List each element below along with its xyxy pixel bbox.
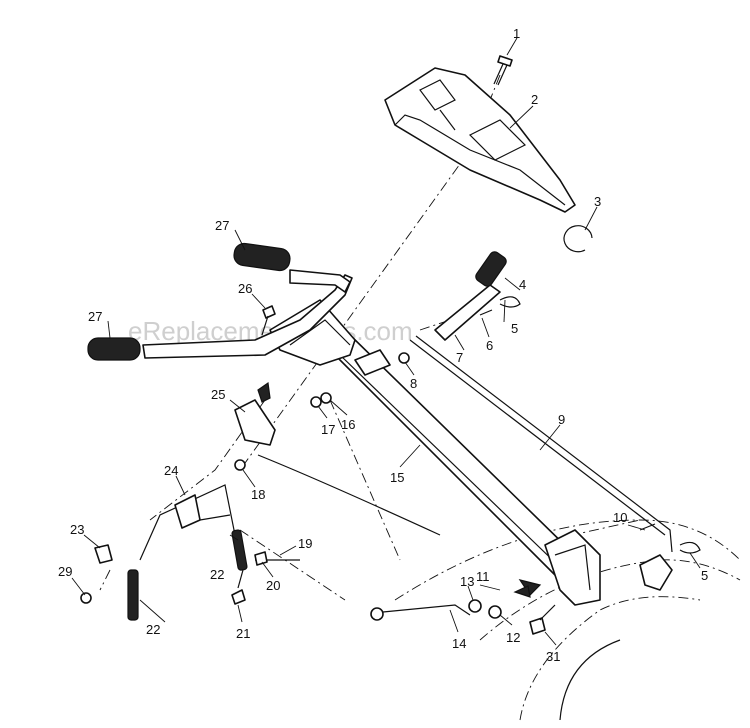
callout-4: 4 [519, 277, 526, 292]
callout-29: 29 [58, 564, 72, 579]
washers-part-16-17 [310, 392, 332, 408]
callout-22-right: 22 [210, 567, 224, 582]
callout-12: 12 [506, 630, 520, 645]
callout-14: 14 [452, 636, 466, 651]
callout-8: 8 [410, 376, 417, 391]
cable [257, 454, 441, 536]
retaining-ring-part-3 [563, 225, 593, 253]
bolt-part-26 [261, 305, 276, 336]
washer-part-12 [488, 605, 502, 619]
washer-part-13 [468, 599, 482, 613]
grip-part-27-left [87, 337, 141, 361]
nut-part-18 [234, 459, 246, 471]
screw-part-21 [231, 569, 246, 605]
callout-23: 23 [70, 522, 84, 537]
tiller-body-outline [394, 519, 741, 721]
callout-22-left: 22 [146, 622, 160, 637]
grip-part-27-top [233, 242, 291, 272]
callout-31: 31 [546, 649, 560, 664]
bushing-part-23 [94, 544, 113, 564]
callout-18: 18 [251, 487, 265, 502]
callout-7: 7 [456, 350, 463, 365]
callout-2: 2 [531, 92, 538, 107]
screw-part-20 [254, 551, 268, 566]
pin-part-11 [513, 585, 531, 598]
callout-27-top: 27 [215, 218, 229, 233]
knob-part-22-right [231, 529, 248, 571]
nut-part-8 [398, 352, 410, 364]
callout-20: 20 [266, 578, 280, 593]
console-shroud-part-2 [384, 67, 576, 213]
bolt-part-31 [529, 604, 556, 635]
callout-9: 9 [558, 412, 565, 427]
callout-25: 25 [211, 387, 225, 402]
lower-rod-bracket [639, 523, 701, 591]
callout-10: 10 [613, 510, 627, 525]
knob-part-22-left [127, 569, 139, 621]
leader-lines [71, 37, 701, 646]
bolt-part-1 [493, 55, 513, 86]
callout-26: 26 [238, 281, 252, 296]
callout-21: 21 [236, 626, 250, 641]
callout-17: 17 [321, 422, 335, 437]
handlebar [142, 269, 353, 359]
clip-part-5-upper [499, 296, 521, 308]
callout-27-left: 27 [88, 309, 102, 324]
callout-19: 19 [298, 536, 312, 551]
callout-11: 11 [476, 569, 490, 584]
callout-3: 3 [594, 194, 601, 209]
callout-24: 24 [164, 463, 178, 478]
callout-16: 16 [341, 417, 355, 432]
callout-labels: 1 2 3 4 5 5 6 7 8 9 10 11 12 13 14 15 16… [58, 26, 708, 664]
shift-lever-part-24 [139, 484, 241, 561]
control-bracket-part-25 [234, 381, 276, 446]
handlebar-bracket [269, 299, 391, 376]
nut-part-29 [80, 592, 92, 604]
callout-5-lower: 5 [701, 568, 708, 583]
lever-rod-part-14 [370, 604, 471, 621]
pivot-bracket [518, 529, 601, 606]
callout-15: 15 [390, 470, 404, 485]
callout-5-upper: 5 [511, 321, 518, 336]
control-rod-part-9 [409, 335, 673, 553]
lever-part-7 [434, 251, 507, 341]
callout-13: 13 [460, 574, 474, 589]
callout-1: 1 [513, 26, 520, 41]
callout-6: 6 [486, 338, 493, 353]
